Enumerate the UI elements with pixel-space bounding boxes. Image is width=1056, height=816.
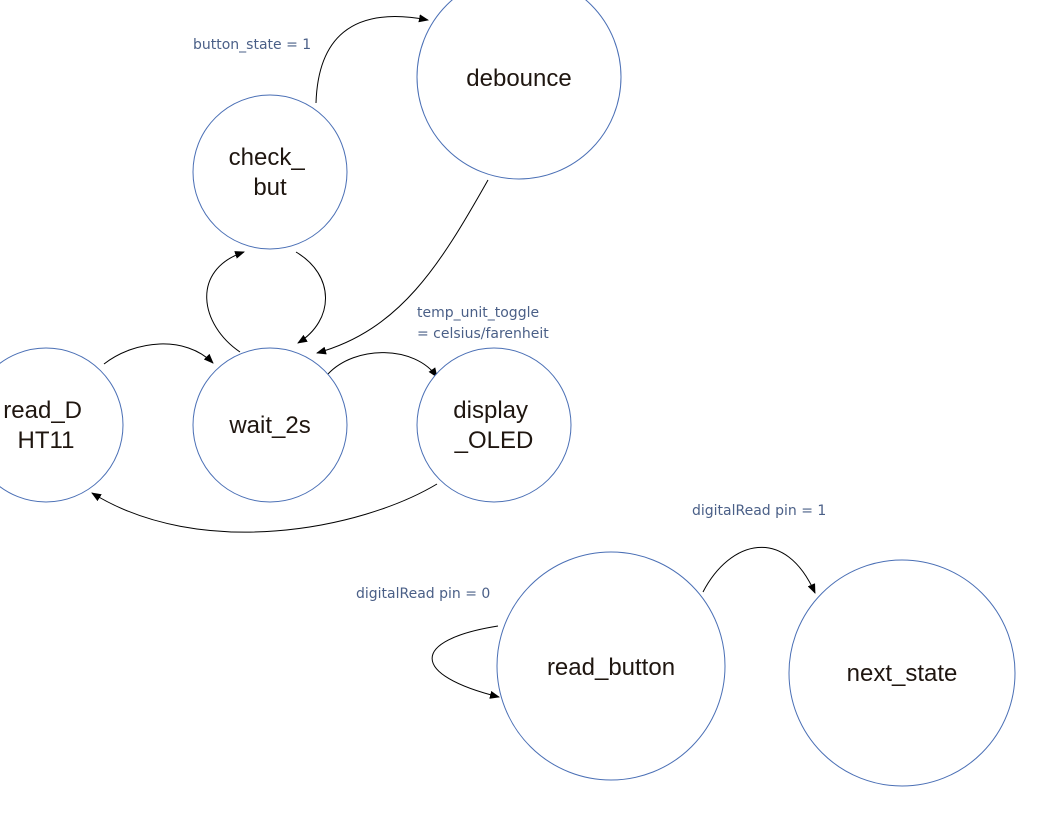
- edge-display-oled-to-read-dht11: [91, 483, 438, 533]
- state-label-line: check_: [229, 144, 306, 171]
- state-label: debounce: [466, 65, 571, 92]
- edge-label-line: digitalRead pin = 1: [692, 503, 826, 519]
- edge-check-but-to-debounce: [315, 14, 429, 104]
- state-circle: [192, 347, 348, 503]
- edge-wait-2s-to-check-but: [206, 251, 245, 353]
- state-label-line: read_button: [547, 654, 675, 681]
- state-circle: [496, 551, 726, 781]
- state-label: read_button: [547, 654, 675, 681]
- state-label-line: but: [253, 174, 287, 201]
- state-label-line: display: [453, 397, 528, 424]
- edge-labels: button_state = 1 temp_unit_toggle = cels…: [193, 37, 826, 602]
- edge-debounce-to-wait-2s: [316, 179, 489, 355]
- state-node-read-button: read_button: [496, 551, 726, 781]
- edge-label-line: temp_unit_toggle: [417, 305, 539, 321]
- state-label: read_D HT11: [3, 397, 88, 454]
- edge-label-line: button_state = 1: [193, 37, 311, 53]
- edge-label-button-state: button_state = 1: [193, 37, 311, 53]
- edge-label-temp-unit-toggle: temp_unit_toggle = celsius/farenheit: [417, 305, 549, 342]
- state-circle: [416, 347, 572, 503]
- state-label: check_ but: [229, 144, 312, 201]
- state-label-line: wait_2s: [228, 412, 310, 439]
- state-label: display _OLED: [453, 397, 534, 454]
- state-node-read-dht11: read_D HT11: [0, 347, 124, 503]
- edge-label-line: = celsius/farenheit: [417, 326, 549, 342]
- state-circle: [0, 347, 124, 503]
- state-label-line: _OLED: [454, 427, 534, 454]
- state-label-line: read_D: [3, 397, 82, 424]
- state-circle: [788, 559, 1016, 787]
- state-label-line: HT11: [18, 427, 75, 454]
- state-circle: [416, 0, 622, 180]
- state-circle: [192, 94, 348, 250]
- state-label-line: debounce: [466, 65, 571, 92]
- state-label-line: next_state: [847, 660, 958, 687]
- edge-read-button-to-next-state: [702, 547, 816, 594]
- edges: [91, 14, 816, 699]
- edge-label-line: digitalRead pin = 0: [356, 586, 490, 602]
- edge-read-dht11-to-wait-2s: [103, 343, 214, 365]
- state-label: next_state: [847, 660, 958, 687]
- state-node-check-but: check_ but: [192, 94, 348, 250]
- state-node-wait-2s: wait_2s: [192, 347, 348, 503]
- edge-read-button-self-loop: [431, 625, 500, 699]
- edge-label-digitalread-pin-1: digitalRead pin = 1: [692, 503, 826, 519]
- state-label: wait_2s: [228, 412, 310, 439]
- state-node-display-oled: display _OLED: [416, 347, 572, 503]
- edge-check-but-to-wait-2s: [295, 251, 326, 344]
- state-node-next-state: next_state: [788, 559, 1016, 787]
- edge-label-digitalread-pin-0: digitalRead pin = 0: [356, 586, 490, 602]
- state-node-debounce: debounce: [416, 0, 622, 180]
- edge-wait-2s-to-display-oled: [327, 352, 438, 378]
